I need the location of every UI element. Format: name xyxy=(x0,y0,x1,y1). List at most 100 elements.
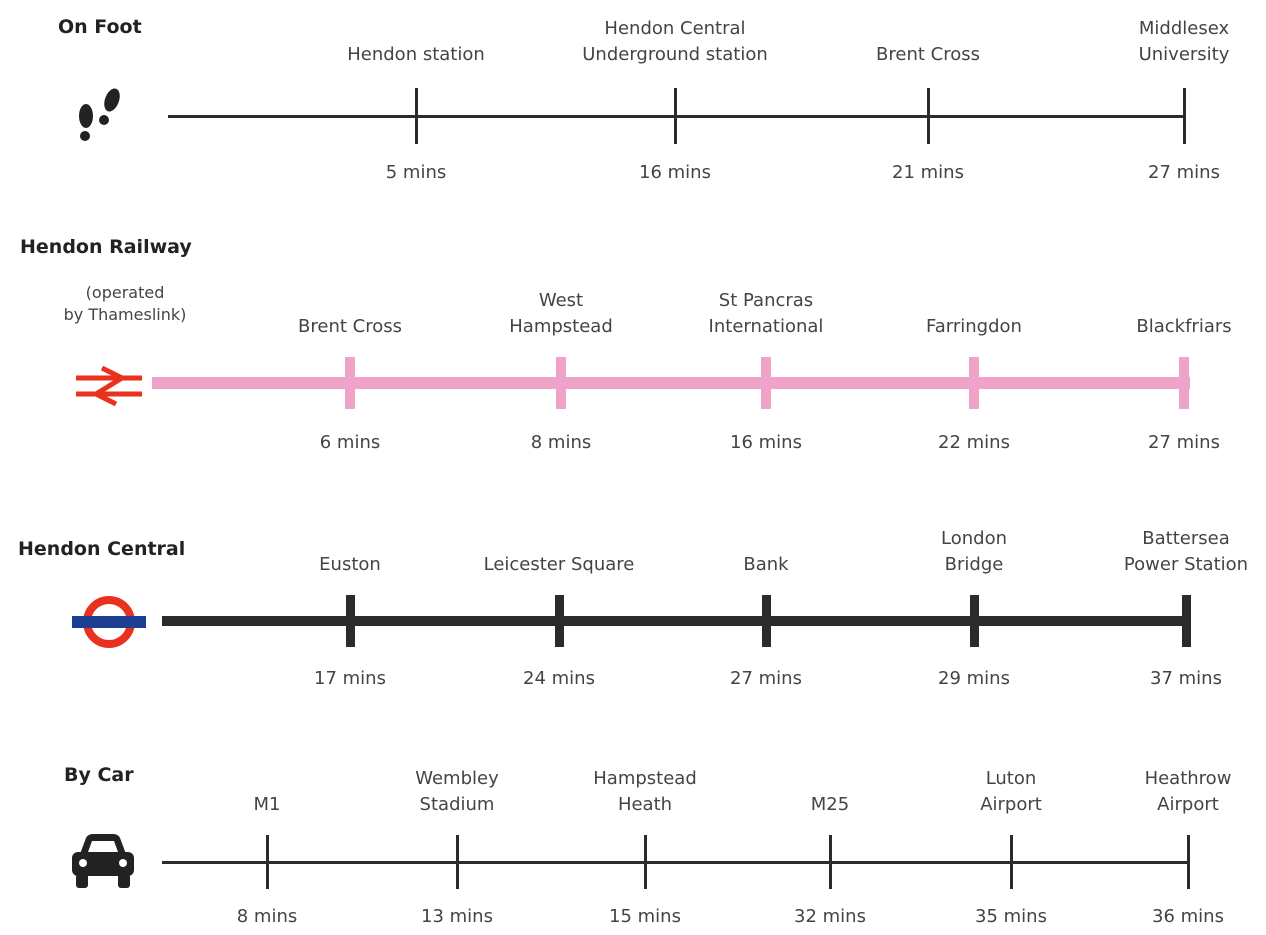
stop-name-line: Battersea xyxy=(1142,528,1230,549)
travel-time: 21 mins xyxy=(892,162,964,183)
travel-time: 15 mins xyxy=(609,906,681,927)
operator-note-line-1: (operated xyxy=(85,283,165,302)
stop-tick xyxy=(969,357,979,409)
stop-name-line: Hampstead xyxy=(509,316,613,337)
travel-time: 24 mins xyxy=(523,668,595,689)
stop-tick xyxy=(1186,835,1190,889)
hendon-railway-heading: Hendon Railway xyxy=(20,236,192,258)
route-line xyxy=(162,616,1190,626)
stop-tick xyxy=(556,357,566,409)
stop-name: Brent Cross xyxy=(876,42,980,68)
travel-time: 22 mins xyxy=(938,432,1010,453)
travel-time: 35 mins xyxy=(975,906,1047,927)
stop-tick xyxy=(554,595,564,647)
operator-note-line-2: by Thameslink) xyxy=(63,305,187,324)
stop-tick xyxy=(455,835,459,889)
london-underground-roundel-icon xyxy=(70,594,148,654)
stop-name-line: Heath xyxy=(617,794,673,815)
travel-time: 8 mins xyxy=(530,432,592,453)
travel-time: 27 mins xyxy=(730,668,802,689)
stop-name: Brent Cross xyxy=(298,314,402,340)
stop-name-line: West xyxy=(538,290,584,311)
stop-name-line: Middlesex xyxy=(1138,18,1230,39)
stop-name-line: Underground station xyxy=(582,44,768,65)
route-line xyxy=(162,860,1190,864)
stop-name: Farringdon xyxy=(926,314,1022,340)
stop-name-line: London xyxy=(941,528,1007,549)
stop-name-line: Bridge xyxy=(944,554,1004,575)
travel-time: 5 mins xyxy=(385,162,447,183)
travel-time: 27 mins xyxy=(1148,432,1220,453)
travel-time: 27 mins xyxy=(1148,162,1220,183)
stop-name-line: Hampstead xyxy=(593,768,697,789)
stop-name-line: International xyxy=(708,316,824,337)
stop-name: M25 xyxy=(811,792,849,818)
stop-name-line: Hendon station xyxy=(347,44,485,65)
by-car-heading: By Car xyxy=(64,764,134,786)
stop-name-line: Farringdon xyxy=(926,316,1022,337)
travel-time: 36 mins xyxy=(1152,906,1224,927)
on-foot-heading: On Foot xyxy=(58,16,142,38)
stop-name-line: Power Station xyxy=(1123,554,1249,575)
stop-name-line: Brent Cross xyxy=(876,44,980,65)
stop-name-line: Euston xyxy=(319,554,381,575)
hendon-central-heading: Hendon Central xyxy=(18,538,186,560)
stop-name-line: Brent Cross xyxy=(298,316,402,337)
stop-tick xyxy=(414,88,418,144)
stop-tick xyxy=(1009,835,1013,889)
travel-time: 32 mins xyxy=(794,906,866,927)
stop-name-line: University xyxy=(1138,44,1230,65)
stop-tick xyxy=(1179,357,1189,409)
stop-name-line: Wembley xyxy=(415,768,499,789)
stop-name-line: St Pancras xyxy=(718,290,814,311)
stop-name: M1 xyxy=(254,792,281,818)
stop-name-line: Leicester Square xyxy=(483,554,635,575)
stop-name: Hendon station xyxy=(347,42,485,68)
stop-tick xyxy=(345,357,355,409)
stop-name-line: Hendon Central xyxy=(604,18,746,39)
footprints-icon xyxy=(72,84,138,154)
stop-name-line: Airport xyxy=(980,794,1042,815)
route-line xyxy=(168,114,1186,118)
car-icon xyxy=(68,832,138,896)
stop-name-line: Airport xyxy=(1157,794,1219,815)
travel-time: 16 mins xyxy=(730,432,802,453)
stop-name-line: Stadium xyxy=(419,794,495,815)
travel-time: 17 mins xyxy=(314,668,386,689)
operator-note: (operated by Thameslink) xyxy=(40,282,210,326)
stop-tick xyxy=(265,835,269,889)
stop-name-line: Blackfriars xyxy=(1136,316,1232,337)
stop-tick xyxy=(1182,88,1186,144)
stop-name-line: M1 xyxy=(253,794,281,815)
stop-name: Blackfriars xyxy=(1136,314,1231,340)
travel-time: 37 mins xyxy=(1150,668,1222,689)
stop-tick xyxy=(926,88,930,144)
stop-name: Euston xyxy=(319,552,381,578)
route-line xyxy=(152,377,1190,389)
stop-name-line: Heathrow xyxy=(1144,768,1232,789)
stop-tick xyxy=(761,357,771,409)
stop-tick xyxy=(673,88,677,144)
stop-name: Leicester Square xyxy=(484,552,635,578)
travel-time: 8 mins xyxy=(236,906,298,927)
stop-tick xyxy=(345,595,355,647)
travel-time: 13 mins xyxy=(421,906,493,927)
stop-tick xyxy=(761,595,771,647)
travel-time: 6 mins xyxy=(319,432,381,453)
stop-name: Bank xyxy=(743,552,788,578)
stop-name-line: Bank xyxy=(743,554,789,575)
stop-tick xyxy=(828,835,832,889)
stop-tick xyxy=(643,835,647,889)
stop-tick xyxy=(969,595,979,647)
stop-tick xyxy=(1181,595,1191,647)
